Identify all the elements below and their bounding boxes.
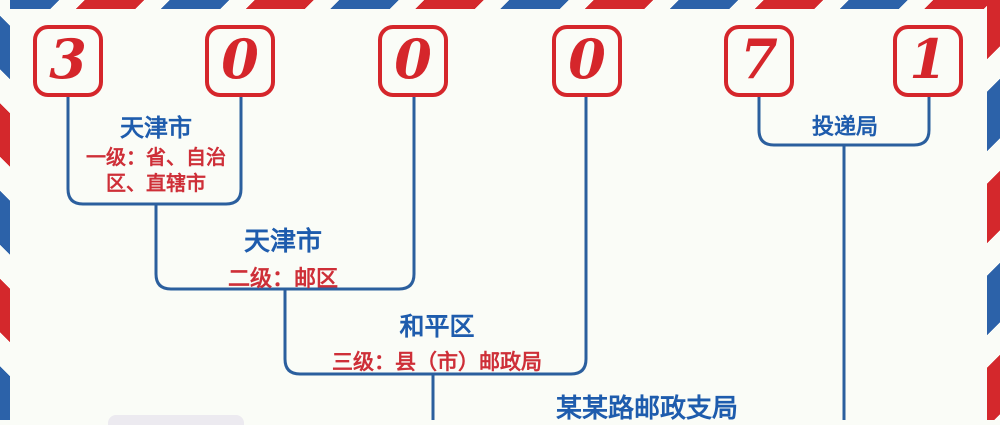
postal-digit-box-2: 0: [205, 25, 275, 97]
postal-digit-2: 0: [221, 27, 259, 91]
level1-label: 天津市 一级：省、自治区、直辖市: [74, 108, 238, 197]
bracket-level3: [283, 97, 588, 376]
postal-digit-4: 0: [568, 27, 606, 91]
level3-place: 和平区: [399, 313, 475, 341]
postal-digit-box-1: 3: [33, 25, 103, 97]
level3-label: 和平区 三级：县（市）邮政局: [332, 307, 542, 376]
postal-digit-1: 3: [49, 27, 87, 91]
level5-place: 投递局: [811, 114, 879, 139]
postal-digit-box-3: 0: [378, 25, 448, 97]
postal-digit-box-4: 0: [552, 25, 622, 97]
level2-place: 天津市: [243, 226, 323, 256]
postal-digit-box-6: 1: [893, 25, 963, 97]
airmail-stripe-border-left: [0, 0, 10, 420]
bottom-gray-card: [108, 415, 244, 425]
airmail-stripe-border-top: [0, 0, 1000, 9]
level1-place: 天津市: [120, 115, 192, 142]
postal-digit-6: 1: [909, 27, 947, 91]
postal-digit-3: 0: [394, 27, 432, 91]
postal-digit-box-5: 7: [724, 25, 794, 97]
level2-label: 天津市 二级：邮区: [228, 221, 338, 293]
level2-meaning: 二级：邮区: [227, 266, 339, 291]
level1-meaning: 一级：省、自治区、直辖市: [86, 147, 226, 195]
level5-label: 投递局: [812, 109, 878, 141]
airmail-stripe-border-right: [987, 0, 1000, 420]
level4-place: 某某路邮政支局: [555, 393, 739, 423]
level4-label: 某某路邮政支局: [556, 388, 738, 425]
level3-meaning: 三级：县（市）邮政局: [332, 351, 542, 374]
postal-digit-5: 7: [740, 27, 778, 91]
